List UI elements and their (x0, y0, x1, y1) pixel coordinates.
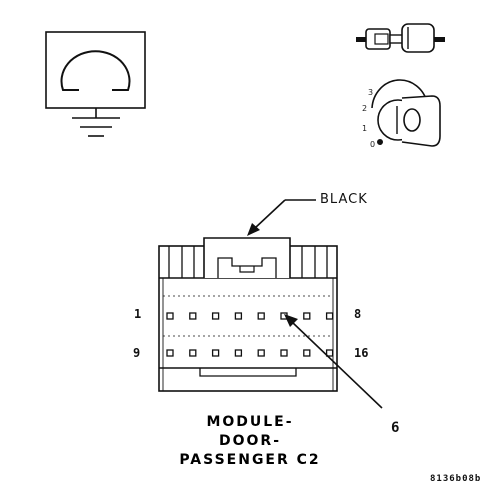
pin-cavity-8 (325, 312, 334, 320)
pin-cavities (166, 312, 334, 357)
pin-cavity-12 (234, 349, 243, 357)
pin-cavity-16 (325, 349, 334, 357)
pin-cavity-14 (280, 349, 288, 357)
ground-symbol (45, 31, 146, 137)
pin-callout-arrow (284, 314, 383, 409)
ignition-position-0: 0 (370, 140, 376, 149)
pin-cavity-7 (303, 312, 311, 320)
pin-cavity-1 (166, 312, 174, 320)
plug-connector-icon (356, 23, 445, 53)
connector-title-line-2: DOOR- (218, 433, 281, 449)
pin-cavity-13 (257, 349, 265, 357)
pin-cavity-10 (189, 349, 197, 357)
wire-color-label: BLACK (320, 192, 368, 207)
connector-title: MODULE- DOOR- PASSENGER C2 (150, 414, 350, 468)
pin-cavity-11 (211, 349, 220, 357)
ignition-position-2: 2 (362, 104, 368, 113)
pin-cavity-15 (303, 349, 311, 357)
ignition-position-3: 3 (368, 88, 374, 97)
ignition-switch-icon (371, 79, 441, 147)
color-callout-arrow (247, 199, 316, 236)
pin-cavity-3 (211, 312, 220, 320)
pin-label-1: 1 (134, 307, 142, 321)
connector-title-line-1: MODULE- (206, 414, 294, 430)
figure-code: 8136b08b (430, 474, 482, 484)
pin-label-9: 9 (133, 346, 141, 360)
pin-cavity-4 (234, 312, 243, 320)
callout-number: 6 (391, 420, 400, 436)
pin-cavity-5 (257, 312, 265, 320)
pin-label-16: 16 (354, 346, 369, 360)
pin-cavity-2 (189, 312, 197, 320)
pin-cavity-9 (166, 349, 174, 357)
ignition-position-1: 1 (362, 124, 368, 133)
connector-title-line-3: PASSENGER C2 (179, 452, 321, 468)
pin-label-8: 8 (354, 307, 362, 321)
